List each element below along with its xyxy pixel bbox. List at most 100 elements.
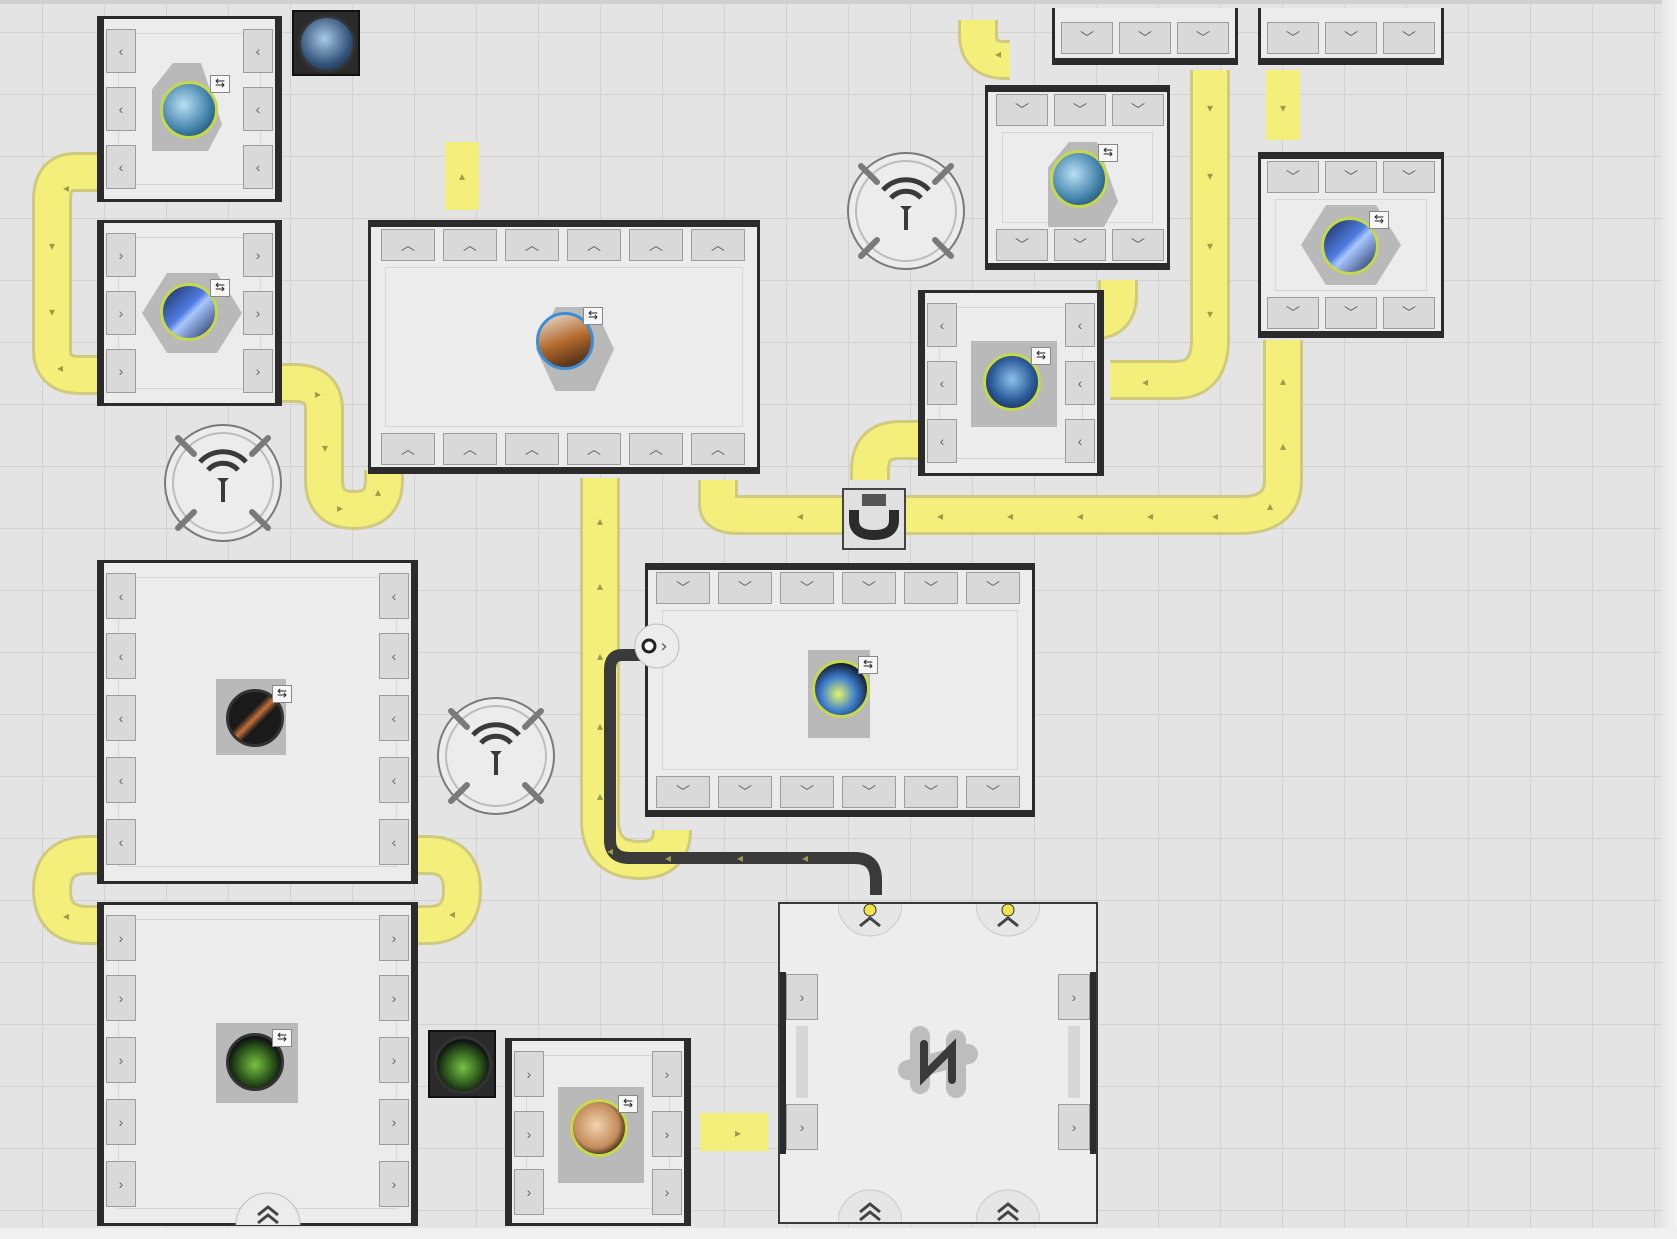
refiner-machine-1[interactable]: › › › › › › ⇆ [97, 220, 282, 406]
crusher-machine-2[interactable]: ﹀ ﹀ ﹀ ﹀ ﹀ ﹀ ⇆ [985, 85, 1170, 270]
cook-machine-1[interactable]: › › › › › › ⇆ [505, 1038, 691, 1226]
storage-slot-plant[interactable] [428, 1030, 496, 1098]
input-port[interactable]: › [514, 1111, 544, 1157]
output-port[interactable]: › [652, 1051, 682, 1097]
output-port[interactable]: ﹀ [842, 776, 896, 808]
stick-icon[interactable] [226, 689, 284, 747]
output-port[interactable]: ﹀ [904, 776, 958, 808]
output-port[interactable]: › [379, 1037, 409, 1083]
output-port[interactable]: › [243, 291, 273, 335]
output-port[interactable]: › [243, 349, 273, 393]
output-port[interactable]: › [652, 1169, 682, 1215]
output-port[interactable]: ‹ [379, 695, 409, 741]
planter-machine-2[interactable]: › › › › › › › › › › ⇆ [97, 902, 418, 1226]
output-port[interactable]: ﹀ [656, 776, 710, 808]
output-port[interactable]: ﹀ [996, 229, 1048, 261]
input-port[interactable]: ‹ [106, 757, 136, 803]
belt-bridge-junction[interactable] [842, 488, 906, 550]
crystal-bar-icon[interactable] [1321, 217, 1379, 275]
swap-recipe-icon[interactable]: ⇆ [583, 307, 603, 325]
output-port[interactable]: ﹀ [1325, 297, 1377, 329]
relay-tower-1[interactable] [160, 420, 286, 546]
input-port[interactable]: › [106, 291, 136, 335]
dark-conveyor[interactable] [604, 649, 882, 895]
input-port[interactable]: ‹ [106, 633, 136, 679]
crystal-chunk-icon[interactable] [160, 81, 218, 139]
input-port[interactable]: ﹀ [1383, 161, 1435, 193]
output-port[interactable]: › [379, 915, 409, 961]
input-port[interactable]: › [106, 975, 136, 1021]
input-port[interactable]: ︿ [567, 229, 621, 261]
output-port[interactable]: ‹ [243, 87, 273, 131]
output-port[interactable]: ‹ [243, 145, 273, 189]
output-port[interactable]: ﹀ [1325, 22, 1377, 54]
belt-filler-curve[interactable] [850, 420, 920, 490]
swap-recipe-icon[interactable]: ⇆ [1031, 347, 1051, 365]
output-port[interactable]: ‹ [379, 819, 409, 865]
output-port[interactable]: ‹ [243, 29, 273, 73]
hub-port[interactable]: › [1058, 974, 1090, 1020]
input-port[interactable]: ﹀ [842, 572, 896, 604]
output-port[interactable]: ︿ [629, 433, 683, 465]
output-port[interactable]: ﹀ [1267, 297, 1319, 329]
input-port[interactable]: ﹀ [656, 572, 710, 604]
input-port[interactable]: ‹ [106, 695, 136, 741]
output-port[interactable]: ﹀ [780, 776, 834, 808]
input-port[interactable]: ﹀ [1054, 94, 1106, 126]
output-port[interactable]: › [379, 1099, 409, 1145]
input-port[interactable]: ︿ [629, 229, 683, 261]
swap-recipe-icon[interactable]: ⇆ [1098, 144, 1118, 162]
hub-port[interactable]: › [786, 974, 818, 1020]
output-port[interactable]: ‹ [379, 573, 409, 619]
input-port[interactable]: ‹ [106, 87, 136, 131]
crystal-bar-icon[interactable] [160, 283, 218, 341]
relay-tower-2[interactable] [843, 148, 969, 274]
input-port[interactable]: ︿ [443, 229, 497, 261]
core-hub[interactable]: › › › › [778, 902, 1098, 1224]
output-port[interactable]: ﹀ [1177, 22, 1229, 54]
output-port[interactable]: ﹀ [1061, 22, 1113, 54]
output-port[interactable]: ‹ [379, 757, 409, 803]
input-port[interactable]: ﹀ [904, 572, 958, 604]
output-port[interactable]: ﹀ [1267, 22, 1319, 54]
conveyor-intake-icon[interactable]: › [633, 622, 681, 670]
input-port[interactable]: ‹ [927, 361, 957, 405]
output-port[interactable]: ︿ [443, 433, 497, 465]
output-port[interactable]: ﹀ [1112, 229, 1164, 261]
swap-recipe-icon[interactable]: ⇆ [210, 75, 230, 93]
output-port[interactable]: ﹀ [1383, 297, 1435, 329]
output-port[interactable]: › [379, 975, 409, 1021]
input-port[interactable]: ︿ [691, 229, 745, 261]
bottle-icon[interactable] [983, 353, 1041, 411]
storage-strip-1[interactable]: ﹀ ﹀ ﹀ [1052, 8, 1238, 65]
input-port[interactable]: ︿ [505, 229, 559, 261]
belt-top-curve[interactable] [958, 15, 1025, 80]
output-port[interactable]: › [379, 1161, 409, 1207]
input-port[interactable]: ‹ [927, 419, 957, 463]
input-port[interactable]: › [106, 915, 136, 961]
input-port[interactable]: › [106, 233, 136, 277]
output-port[interactable]: › [652, 1111, 682, 1157]
input-port[interactable]: › [106, 1099, 136, 1145]
belt-lower-left-loop[interactable] [32, 835, 108, 945]
belt-main-return[interactable] [698, 340, 1303, 535]
swap-recipe-icon[interactable]: ⇆ [858, 656, 878, 674]
output-port[interactable]: ﹀ [1119, 22, 1171, 54]
output-port[interactable]: ︿ [505, 433, 559, 465]
output-port[interactable]: ︿ [691, 433, 745, 465]
input-port[interactable]: › [106, 349, 136, 393]
input-port[interactable]: ‹ [106, 145, 136, 189]
output-port[interactable]: ‹ [1065, 419, 1095, 463]
belt-mid-left[interactable] [275, 363, 404, 530]
output-port[interactable]: ︿ [567, 433, 621, 465]
input-port[interactable]: › [106, 1037, 136, 1083]
input-port[interactable]: ﹀ [996, 94, 1048, 126]
input-port[interactable]: › [106, 1161, 136, 1207]
output-port[interactable]: ︿ [381, 433, 435, 465]
input-port[interactable]: ‹ [106, 29, 136, 73]
input-port[interactable]: ‹ [106, 573, 136, 619]
input-port[interactable]: ﹀ [966, 572, 1020, 604]
crusher-machine-1[interactable]: ‹ ‹ ‹ ‹ ‹ ‹ ⇆ [97, 16, 282, 202]
input-port[interactable]: ﹀ [1325, 161, 1377, 193]
filler-machine-2[interactable]: ﹀ ﹀ ﹀ ﹀ ﹀ ﹀ ﹀ ﹀ ﹀ ﹀ ﹀ ﹀ ⇆ [645, 563, 1035, 817]
